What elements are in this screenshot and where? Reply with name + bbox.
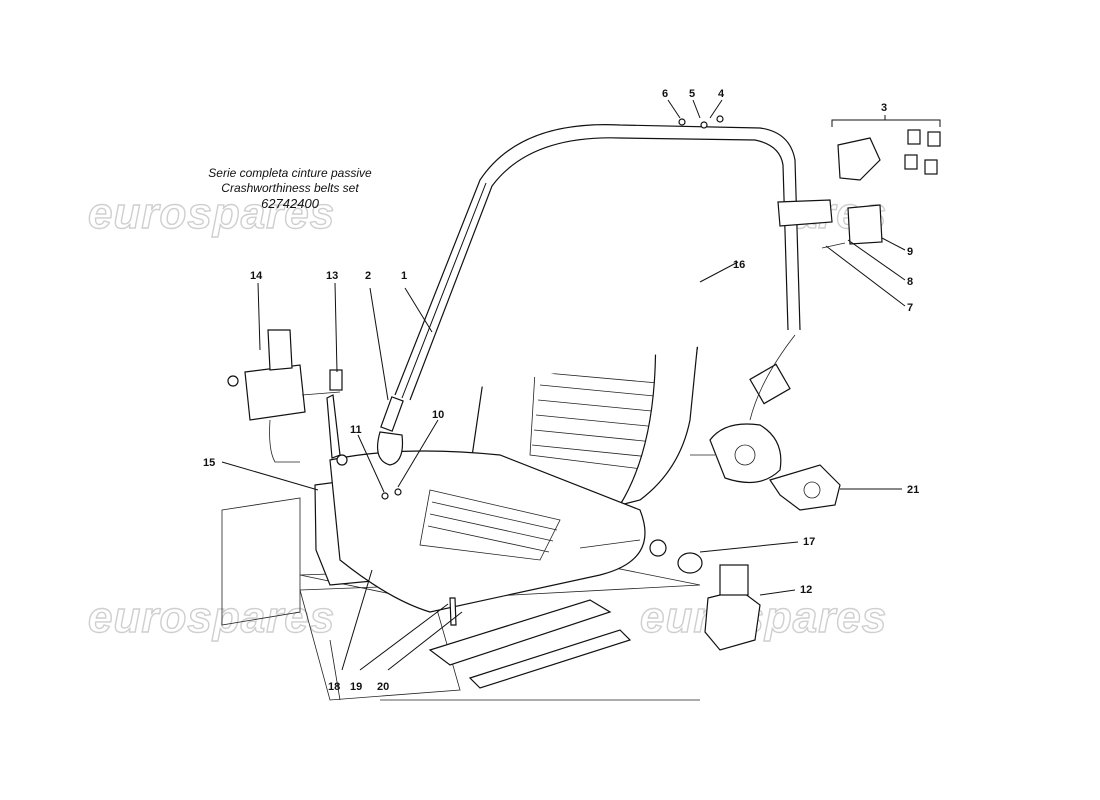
callout-13: 13 — [326, 270, 338, 282]
callout-5: 5 — [689, 88, 695, 100]
watermark-bottom-right: eurospares — [640, 593, 887, 642]
diagram-title-block: Serie completa cinture passive Crashwort… — [170, 166, 410, 212]
belt-anchor-2 — [377, 396, 404, 466]
link-rod — [326, 369, 348, 466]
retractor-assembly — [690, 334, 841, 511]
callout-15: 15 — [203, 457, 215, 469]
watermark-bottom-left: eurospares — [88, 593, 335, 642]
callout-9: 9 — [907, 246, 913, 258]
callout-21: 21 — [907, 484, 919, 496]
callout-20: 20 — [377, 681, 389, 693]
callout-2: 2 — [365, 270, 371, 282]
callout-4: 4 — [718, 88, 725, 100]
callout-18: 18 — [328, 681, 340, 693]
callout-19: 19 — [350, 681, 362, 693]
callout-17: 17 — [803, 536, 815, 548]
callout-14: 14 — [250, 270, 263, 282]
seat-rails — [299, 564, 701, 701]
callout-16: 16 — [733, 259, 745, 271]
callout-3: 3 — [881, 102, 887, 114]
belt-guide-rail — [394, 124, 801, 401]
callout-6: 6 — [662, 88, 668, 100]
callout-8: 8 — [907, 276, 913, 288]
fasteners — [381, 115, 724, 626]
callout-11: 11 — [350, 424, 362, 436]
watermark-top-left: eurospares — [88, 189, 335, 238]
seat-cushion — [329, 450, 646, 613]
callout-1: 1 — [401, 270, 407, 282]
part-number: 62742400 — [261, 196, 319, 211]
upper-anchor-parts — [777, 129, 941, 249]
callout-7: 7 — [907, 302, 913, 314]
buckle-assembly — [579, 539, 761, 651]
callout-labels: 1 2 3 4 5 6 7 8 9 10 11 12 13 14 15 16 1… — [203, 88, 919, 693]
title-italian: Serie completa cinture passive — [208, 166, 372, 180]
callout-10: 10 — [432, 409, 444, 421]
lock-mechanism — [227, 329, 341, 463]
callout-12: 12 — [800, 584, 812, 596]
title-english: Crashworthiness belts set — [221, 181, 359, 195]
leader-lines — [221, 99, 941, 671]
